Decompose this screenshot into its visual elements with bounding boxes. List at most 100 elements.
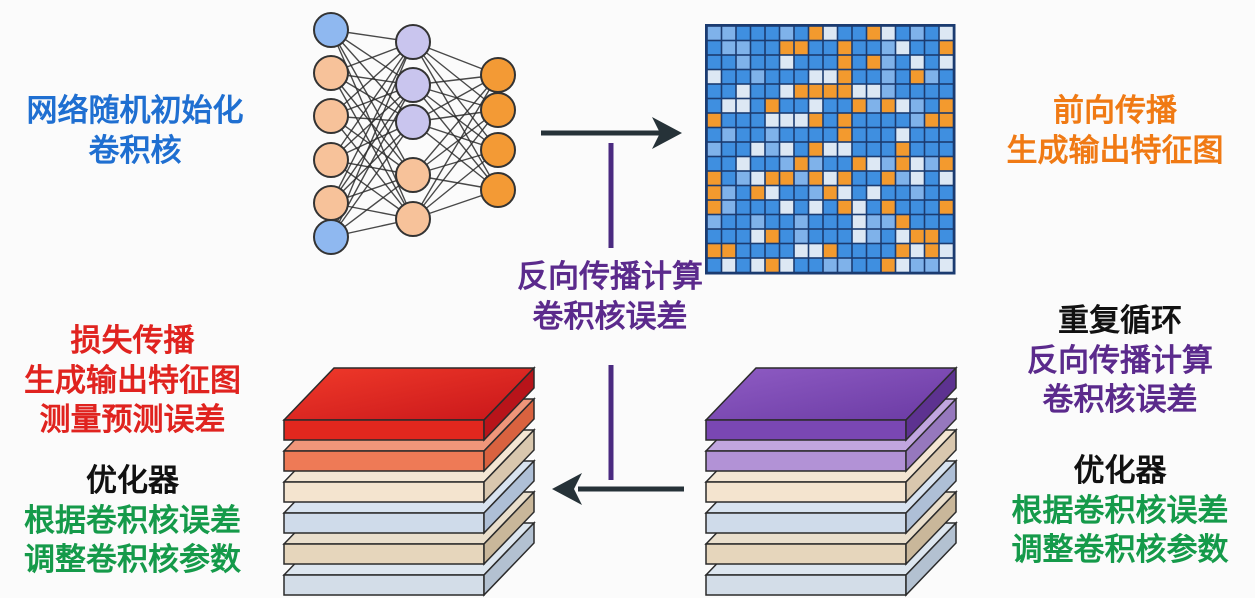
feature-map-cell (867, 186, 881, 200)
feature-map-cell (707, 55, 721, 69)
feature-map-cell (838, 186, 852, 200)
feature-map-cell (809, 84, 823, 98)
feature-map-cell (736, 200, 750, 214)
feature-map-cell (896, 186, 910, 200)
layer-side (905, 459, 957, 535)
feature-map-cell (838, 171, 852, 185)
feature-map-cell (838, 200, 852, 214)
init-label: 网络随机初始化 卷积核 (10, 92, 260, 171)
feature-map-cell (751, 157, 765, 171)
loss-label: 损失传播 生成输出特征图 测量预测误差 (0, 322, 265, 441)
feature-map-cell (852, 186, 866, 200)
feature-map-cell (794, 171, 808, 185)
feature-map-cell (722, 55, 736, 69)
feature-map-cell (939, 26, 953, 40)
hidden-node (395, 157, 431, 193)
neural-network-icon (313, 12, 516, 255)
center-label: 反向传播计算 卷积核误差 (470, 258, 750, 337)
layer-front (283, 450, 485, 472)
feature-map-cell (910, 186, 924, 200)
feature-map-cell (765, 128, 779, 142)
feature-map-cell (852, 142, 866, 156)
feature-map-cell (722, 215, 736, 229)
network-edge (412, 41, 499, 151)
feature-map-cell (939, 142, 953, 156)
feature-map-cell (838, 84, 852, 98)
feature-map-cell (852, 26, 866, 40)
feature-map-cell (751, 244, 765, 258)
feature-map-cell (910, 26, 924, 40)
hidden-node (395, 67, 431, 103)
feature-map-cell (809, 41, 823, 55)
feature-map-cell (823, 26, 837, 40)
feature-map-cell (809, 215, 823, 229)
feature-map-cell (939, 157, 953, 171)
feature-map-cell (925, 70, 939, 84)
arrow-left-icon (552, 473, 684, 505)
feature-map-cell (896, 142, 910, 156)
optimizer-left-label: 优化器 根据卷积核误差 调整卷积核参数 (0, 462, 265, 581)
feature-map-cell (939, 41, 953, 55)
feature-map-cell (823, 113, 837, 127)
feature-map-cell (751, 99, 765, 113)
feature-map-cell (780, 200, 794, 214)
forward-line-2: 生成输出特征图 (1006, 132, 1224, 169)
repeat-line-1: 反向传播计算 (1027, 342, 1213, 379)
feature-map-cell (765, 113, 779, 127)
loss-line-3: 测量预测误差 (39, 402, 226, 439)
feature-map-cell (838, 258, 852, 272)
network-edge (330, 29, 414, 123)
feature-map-cell (910, 258, 924, 272)
feature-map-cell (722, 26, 736, 40)
feature-map-cell (939, 215, 953, 229)
feature-map-cell (765, 186, 779, 200)
feature-map-cell (867, 200, 881, 214)
feature-map-cell (925, 113, 939, 127)
feature-map-cell (910, 84, 924, 98)
feature-map-cell (925, 26, 939, 40)
feature-map-cell (707, 70, 721, 84)
layer-side (905, 428, 957, 504)
feature-map-cell (867, 215, 881, 229)
feature-map-cell (925, 244, 939, 258)
feature-map-cell (809, 171, 823, 185)
feature-map-cell (823, 41, 837, 55)
feature-map-cell (722, 244, 736, 258)
feature-map-cell (751, 55, 765, 69)
feature-map-cell (852, 84, 866, 98)
input-node (313, 219, 349, 255)
input-node (313, 55, 349, 91)
feature-map-cell (707, 26, 721, 40)
feature-map-cell (896, 26, 910, 40)
feature-map-cell (881, 171, 895, 185)
feature-map-cell (707, 258, 721, 272)
feature-map-cell (765, 157, 779, 171)
hidden-node (395, 104, 431, 140)
feature-map-cell (939, 84, 953, 98)
feature-map-cell (707, 128, 721, 142)
layer-front (705, 419, 907, 441)
repeat-line-2: 卷积核误差 (1042, 382, 1198, 419)
feature-map-cell (852, 113, 866, 127)
feature-map-cell (780, 41, 794, 55)
feature-map-cell (823, 186, 837, 200)
feature-map-cell (794, 113, 808, 127)
feature-map-cell (910, 244, 924, 258)
layer-side (905, 490, 957, 566)
feature-map-cell (780, 171, 794, 185)
feature-map-cell (823, 55, 837, 69)
feature-map-cell (838, 99, 852, 113)
feature-map-cell (823, 171, 837, 185)
feature-map-cell (707, 142, 721, 156)
init-line-2: 卷积核 (88, 132, 182, 169)
feature-map-cell (939, 55, 953, 69)
feature-map-cell (765, 99, 779, 113)
feature-map-cell (896, 113, 910, 127)
feature-map-cell (751, 215, 765, 229)
feature-map-cell (707, 99, 721, 113)
feature-map-cell (809, 26, 823, 40)
network-edge (412, 74, 499, 176)
feature-map-cell (809, 200, 823, 214)
feature-map-cell (722, 142, 736, 156)
